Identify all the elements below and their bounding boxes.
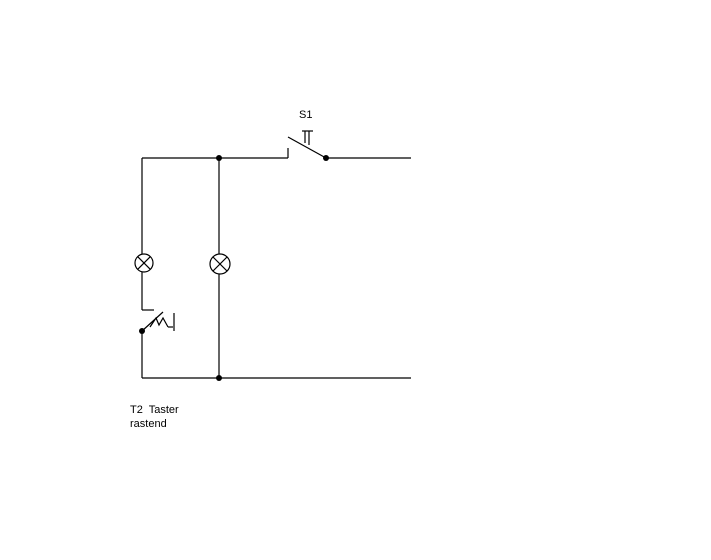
s1-switch-blade — [287, 136, 327, 159]
t2-label-line1: T2 Taster — [130, 404, 179, 416]
junction-dot-bottom — [216, 375, 222, 381]
junction-dot-top — [216, 155, 222, 161]
lamp-left-icon — [134, 253, 154, 273]
s1-pushbutton-actuator — [302, 130, 313, 145]
junction-dot-t2 — [139, 328, 145, 334]
s1-label: S1 — [299, 109, 313, 121]
t2-latching-switch-icon — [141, 311, 175, 332]
lamp-middle-icon — [209, 253, 231, 275]
t2-label-line2: rastend — [130, 418, 167, 430]
junction-dot-s1 — [323, 155, 329, 161]
